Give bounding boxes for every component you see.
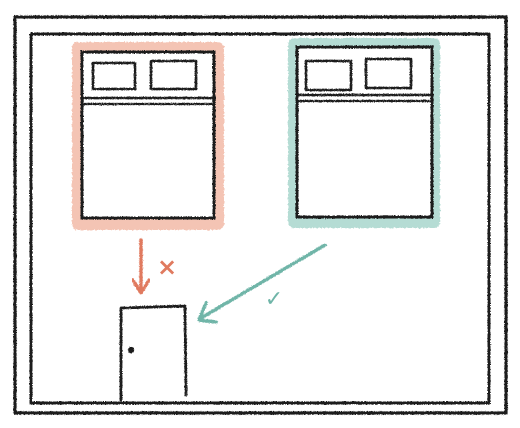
inner-wall	[29, 32, 491, 405]
bed-left	[80, 50, 216, 220]
room-walls	[13, 15, 508, 415]
bad-arrow	[131, 238, 151, 295]
bed-left-pillow-1	[91, 61, 137, 91]
bed-left-pillow-2	[149, 59, 198, 91]
outer-wall	[13, 15, 508, 415]
check-mark-icon: ✓	[265, 287, 283, 312]
door-outline	[119, 304, 188, 402]
door-knob-icon	[127, 346, 135, 354]
bed-right-pillow-1	[304, 59, 353, 92]
bed-right-frame	[295, 45, 434, 219]
bed-right-pillow-2	[364, 57, 413, 90]
cross-mark-icon: ×	[157, 253, 177, 281]
bad-arrow-head	[131, 278, 151, 295]
good-arrow-shaft	[199, 243, 327, 320]
good-arrow-head	[197, 301, 218, 324]
bed-right	[295, 45, 434, 219]
door	[119, 304, 188, 402]
good-arrow	[197, 243, 327, 324]
bed-left-frame	[80, 50, 216, 220]
